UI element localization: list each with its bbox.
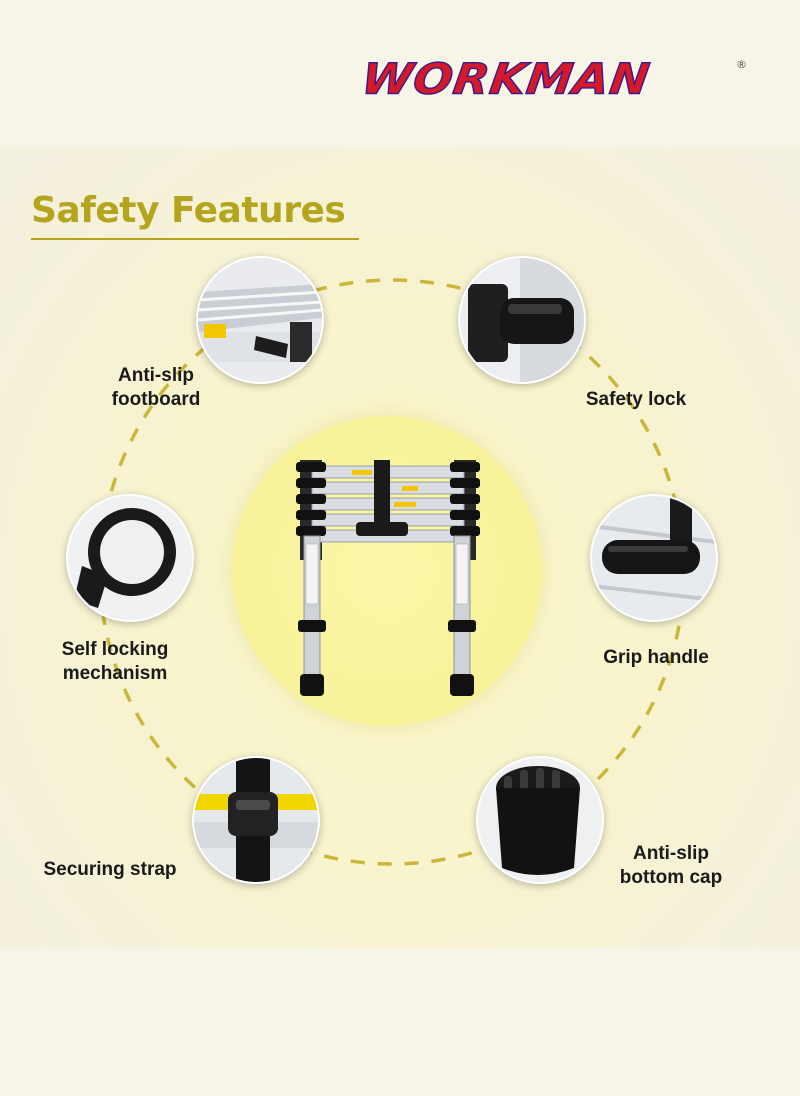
registered-mark: ® <box>736 58 747 71</box>
handle-icon <box>592 496 716 620</box>
lock-icon <box>460 258 584 382</box>
ladder-icon <box>296 460 480 696</box>
footboard-icon <box>198 258 322 382</box>
label-line: Self locking <box>61 639 169 660</box>
footboard-thumb <box>196 256 324 384</box>
header-band <box>0 0 800 148</box>
securing-strap-thumb <box>192 756 320 884</box>
label-line: bottom cap <box>619 867 723 888</box>
feature-label-securing-strap: Securing strap <box>30 858 190 882</box>
feature-label-self-locking: Self locking mechanism <box>40 638 190 686</box>
label-line: Anti-slip <box>633 843 709 864</box>
self-locking-thumb <box>66 494 194 622</box>
feature-label-bottom-cap: Anti-slip bottom cap <box>606 842 736 890</box>
grip-handle-thumb <box>590 494 718 622</box>
locking-ring-icon <box>68 496 192 620</box>
label-line: Anti-slip <box>118 365 194 386</box>
label-line: footboard <box>111 389 201 410</box>
label-line: Safety lock <box>585 389 687 410</box>
feature-label-safety-lock: Safety lock <box>566 388 706 412</box>
bottom-cap-icon <box>478 758 602 882</box>
feature-label-grip-handle: Grip handle <box>586 646 726 670</box>
label-line: Grip handle <box>603 647 709 668</box>
footer-band <box>0 948 800 1096</box>
bottom-cap-thumb <box>476 756 604 884</box>
feature-label-anti-slip-footboard: Anti-slip footboard <box>96 364 216 412</box>
strap-icon <box>194 758 318 882</box>
safety-lock-thumb <box>458 256 586 384</box>
label-line: mechanism <box>62 663 168 684</box>
label-line: Securing strap <box>43 859 177 880</box>
page-title: Safety Features <box>31 190 346 231</box>
title-underline <box>31 238 359 240</box>
product-disc <box>232 416 542 726</box>
